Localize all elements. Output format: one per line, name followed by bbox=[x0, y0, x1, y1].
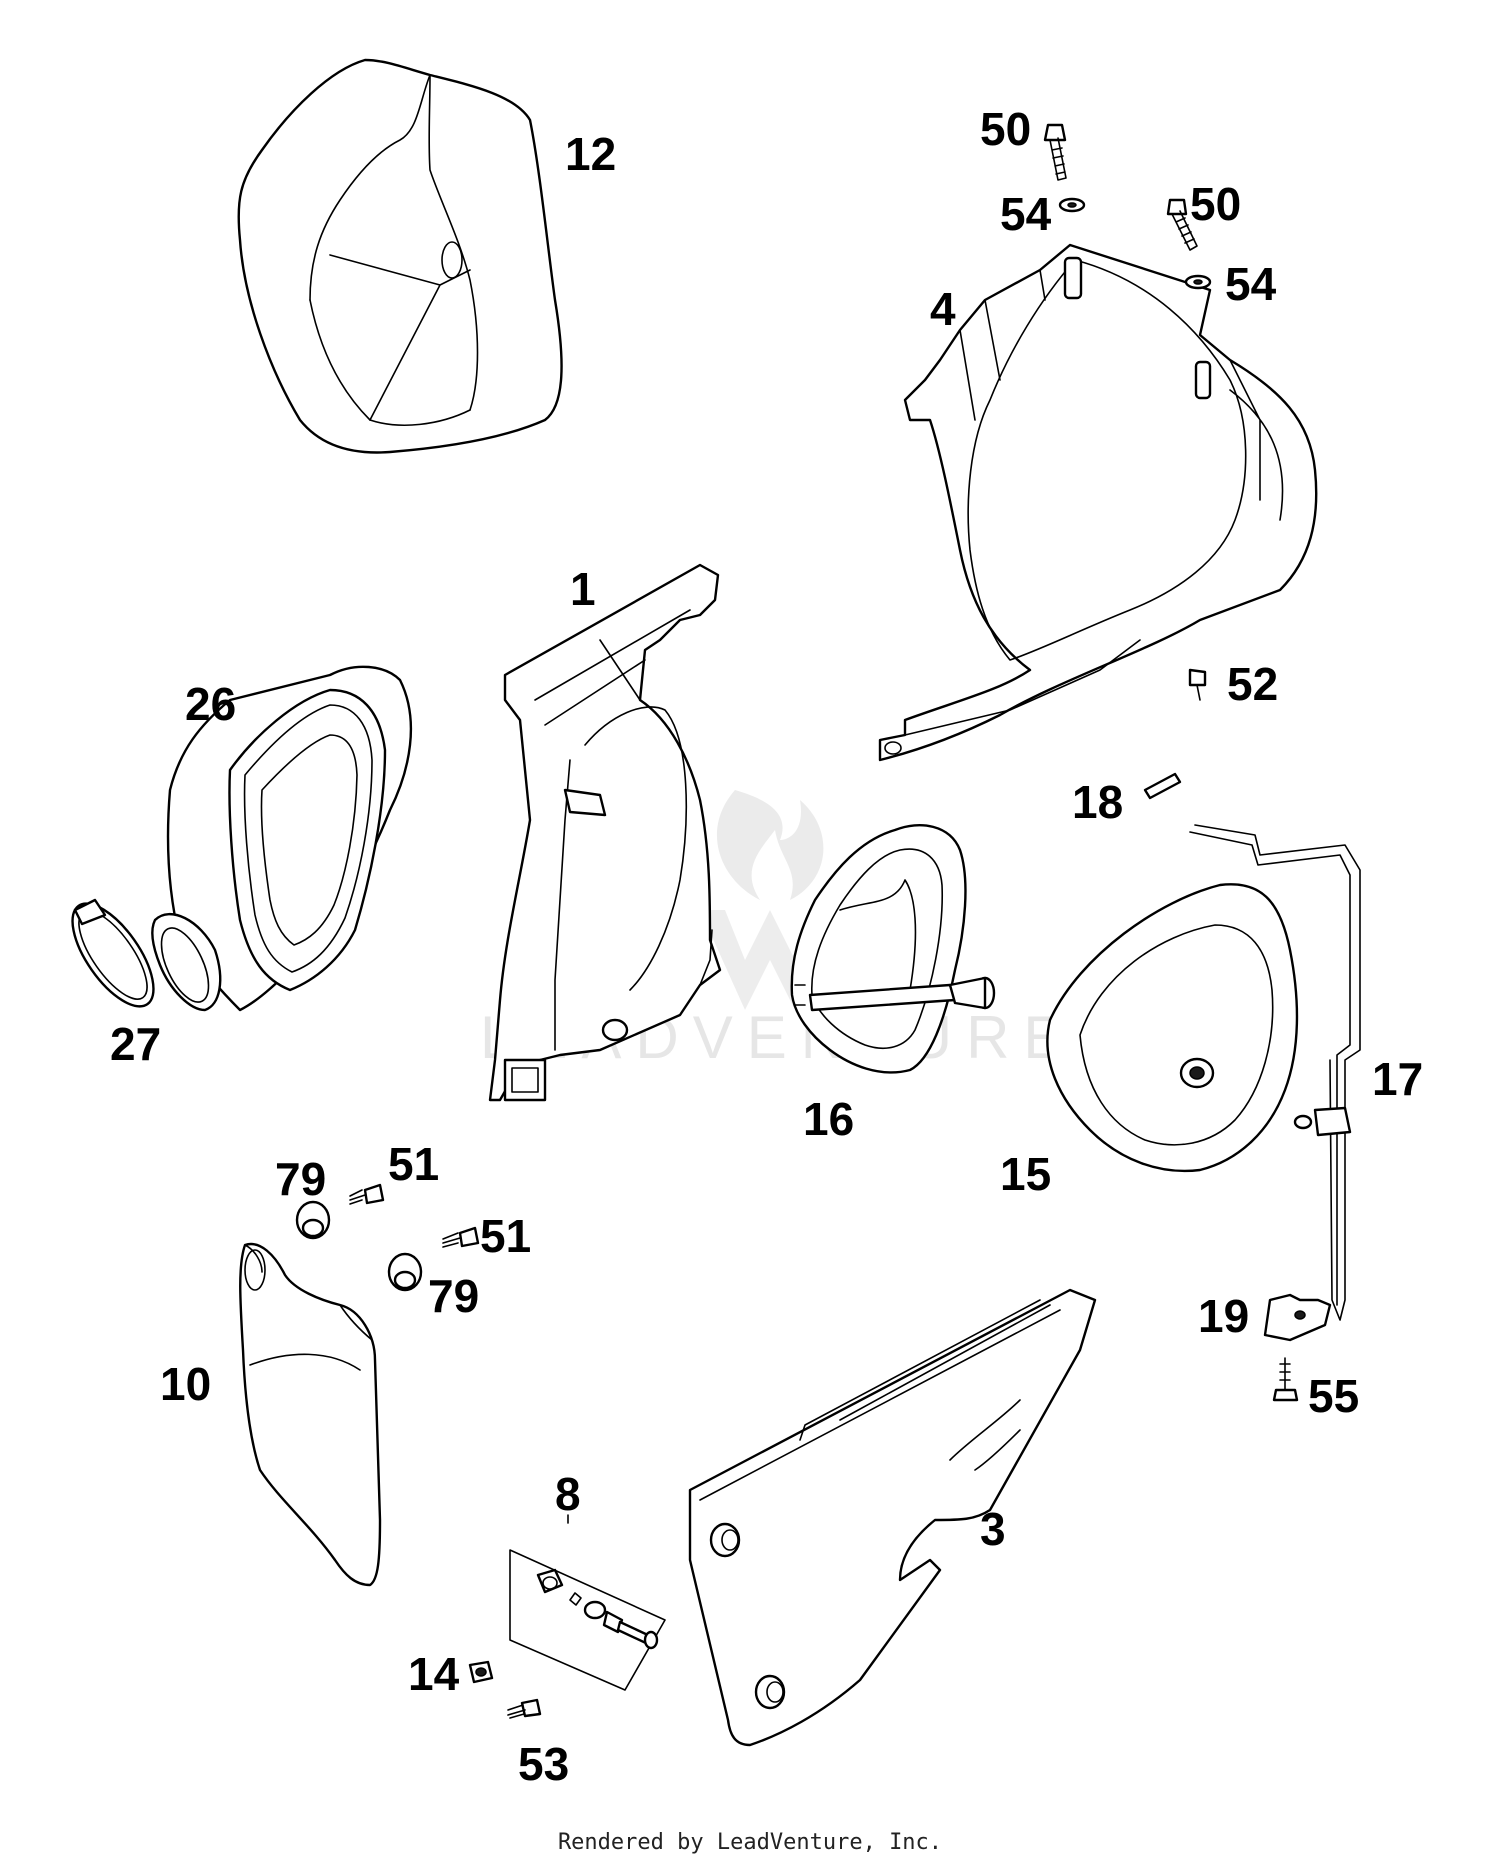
part-3-side-panel bbox=[688, 1288, 1097, 1747]
screw-52 bbox=[1188, 668, 1207, 701]
callout-10: 10 bbox=[160, 1358, 211, 1410]
callout-1: 1 bbox=[570, 563, 596, 615]
callout-50-upper: 50 bbox=[980, 103, 1031, 155]
callout-14: 14 bbox=[408, 1648, 460, 1700]
part-8-hardware-kit bbox=[509, 1514, 666, 1691]
callout-3: 3 bbox=[980, 1503, 1006, 1555]
part-26-intake-boot bbox=[151, 665, 413, 1012]
callout-8: 8 bbox=[555, 1468, 581, 1520]
callout-54-right: 54 bbox=[1225, 258, 1277, 310]
callout-16: 16 bbox=[803, 1093, 854, 1145]
callout-51-upper: 51 bbox=[388, 1138, 439, 1190]
callout-79-upper: 79 bbox=[275, 1153, 326, 1205]
callout-54-upper: 54 bbox=[1000, 188, 1052, 240]
callout-15: 15 bbox=[1000, 1148, 1051, 1200]
screw-50-upper bbox=[1043, 123, 1067, 181]
callout-27: 27 bbox=[110, 1018, 161, 1070]
screw-51-lower bbox=[442, 1226, 480, 1248]
washer-54-right bbox=[1184, 274, 1212, 290]
footer-credit: Rendered by LeadVenture, Inc. bbox=[557, 1830, 943, 1855]
callout-50-right: 50 bbox=[1190, 178, 1241, 230]
callout-12: 12 bbox=[565, 128, 616, 180]
screw-55 bbox=[1272, 1357, 1299, 1402]
part-10-side-cover bbox=[239, 1242, 382, 1587]
part-18-pin bbox=[1143, 772, 1182, 800]
callout-52: 52 bbox=[1227, 658, 1278, 710]
callout-18: 18 bbox=[1072, 776, 1123, 828]
part-4-airbox-upper bbox=[878, 243, 1318, 762]
part-15-air-filter bbox=[1046, 883, 1299, 1173]
part-16-filter-cage bbox=[790, 823, 996, 1074]
callout-55: 55 bbox=[1308, 1370, 1359, 1422]
screw-53 bbox=[507, 1698, 542, 1719]
callout-19: 19 bbox=[1198, 1290, 1249, 1342]
callout-51-lower: 51 bbox=[480, 1210, 531, 1262]
callout-79-lower: 79 bbox=[428, 1270, 479, 1322]
part-12-filter-cover bbox=[237, 58, 563, 454]
part-14-nut bbox=[468, 1660, 494, 1684]
screw-51-upper bbox=[349, 1183, 385, 1205]
part-27-hose-clamp bbox=[71, 898, 155, 1008]
part-17-rod-bracket bbox=[1189, 824, 1361, 1321]
callout-26: 26 bbox=[185, 678, 236, 730]
part-1-airbox-frame bbox=[488, 563, 722, 1102]
callout-labels: 12 50 54 50 54 4 1 26 52 18 27 16 17 15 … bbox=[110, 103, 1423, 1790]
screw-50-right bbox=[1166, 198, 1198, 251]
washer-54-upper bbox=[1058, 197, 1086, 213]
callout-4: 4 bbox=[930, 283, 956, 335]
callout-53: 53 bbox=[518, 1738, 569, 1790]
grommet-79-upper bbox=[295, 1200, 331, 1240]
callout-17: 17 bbox=[1372, 1053, 1423, 1105]
grommet-79-lower bbox=[387, 1252, 423, 1292]
part-19-bracket bbox=[1263, 1293, 1332, 1342]
